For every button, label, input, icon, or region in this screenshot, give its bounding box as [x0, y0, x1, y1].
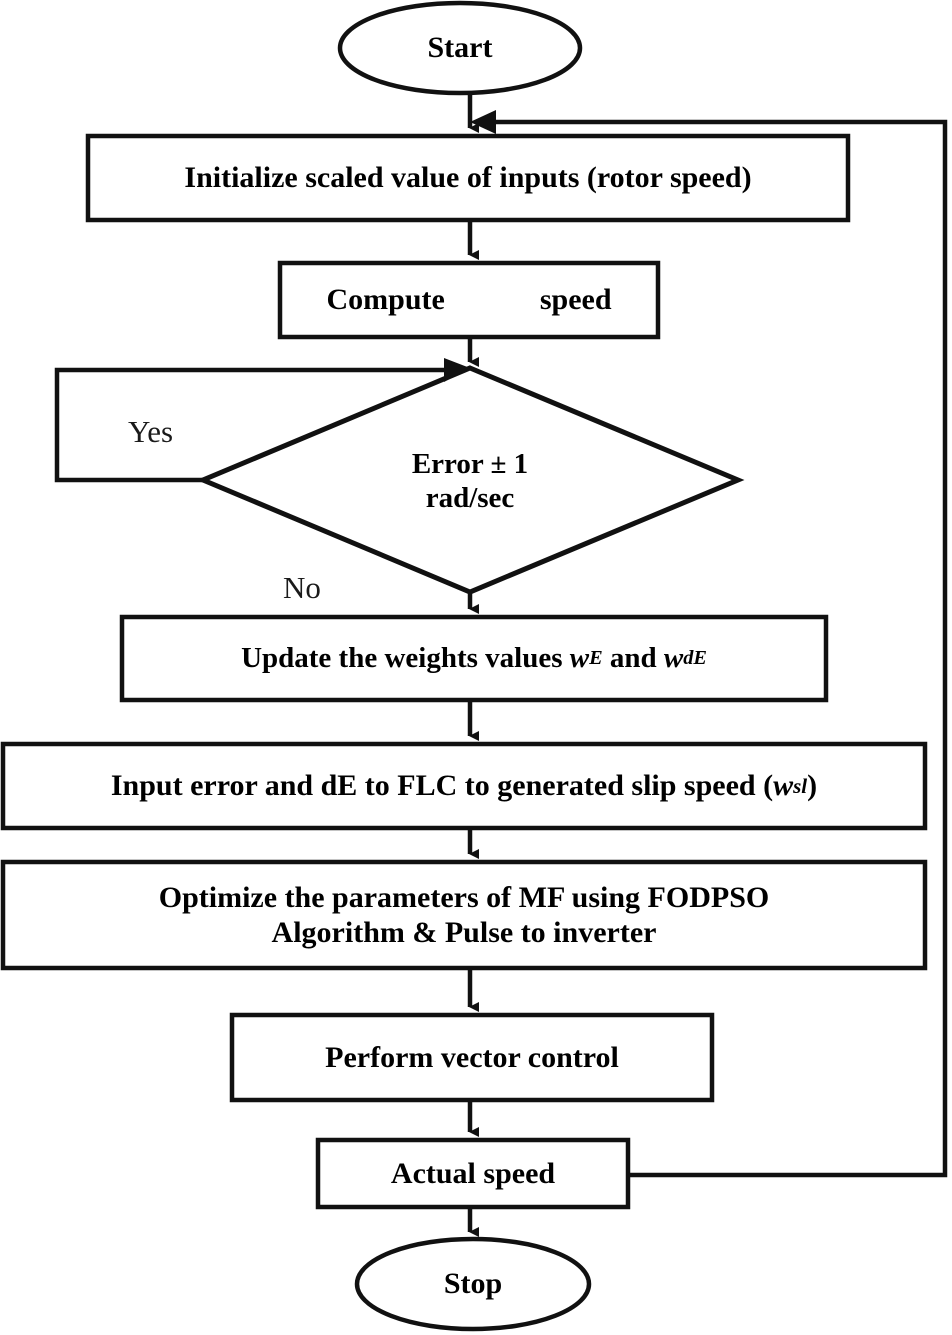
yes-loop-arrowhead [444, 358, 470, 382]
edge-label-no: No [283, 570, 321, 605]
initialize-inputs-box [85, 133, 851, 223]
actual-speed-box [315, 1137, 631, 1210]
feedback-arrowhead [470, 110, 496, 134]
connector-decision-yes-loop [54, 365, 459, 483]
perform-vector-control-box [229, 1012, 715, 1103]
compute-speed-box [277, 260, 661, 340]
optimize-fodpso-box [0, 859, 928, 971]
edge-label-yes: Yes [128, 414, 174, 449]
input-error-flc-box [0, 741, 928, 831]
stop-terminator-shape [354, 1236, 592, 1332]
error-decision-diamond [196, 365, 745, 595]
connector-feedback-actual-speed-to-initialize [484, 119, 948, 1178]
update-weights-box [119, 614, 829, 703]
start-terminator-shape [337, 0, 583, 96]
